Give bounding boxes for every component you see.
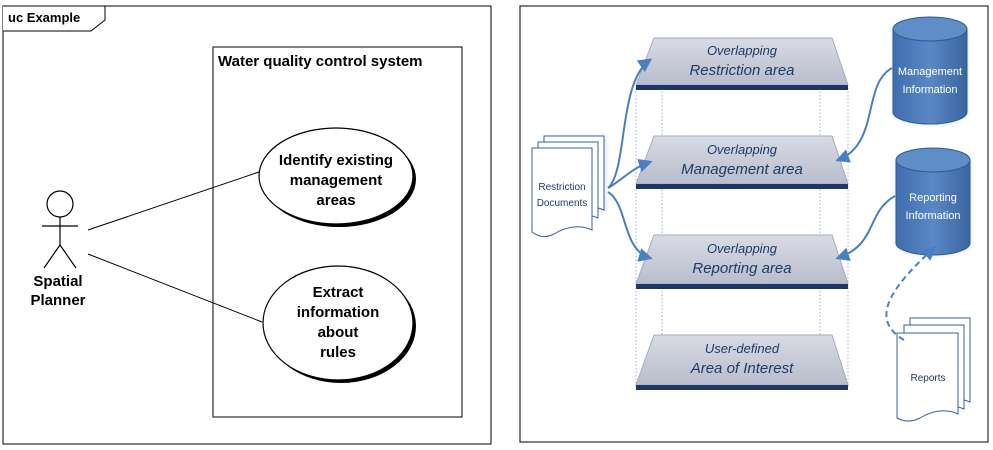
actor-label-line1: Spatial [33, 273, 82, 290]
reporting-info-line1: Reporting [909, 192, 957, 204]
arrow-docs-to-management [607, 158, 653, 189]
layer-management-area: Overlapping Management area [635, 135, 849, 189]
reports-stack: Reports [896, 317, 971, 422]
system-title: Water quality control system [218, 53, 423, 70]
restriction-documents-line1: Restriction [538, 182, 585, 193]
actor-spatial-planner [42, 190, 78, 269]
arrows [607, 58, 937, 341]
use-case-2-line: about [318, 324, 359, 341]
reporting-information-database: Reporting Information [895, 147, 971, 256]
use-case-extract-rules [262, 265, 414, 381]
arrow-docs-to-reporting [607, 191, 653, 262]
association-line [87, 253, 263, 323]
layer-guides [635, 88, 849, 388]
layer-3-line1: Overlapping [707, 241, 778, 256]
uml-frame-tab [3, 5, 106, 32]
layer-reporting-area: Overlapping Reporting area [635, 234, 849, 289]
use-case-1-line: Identify existing [279, 152, 393, 169]
restriction-documents-line2: Documents [537, 198, 588, 209]
use-case-identify-areas [258, 127, 414, 225]
layer-restriction-area: Overlapping Restriction area [635, 37, 849, 90]
use-case-2-line: Extract [313, 284, 364, 301]
uml-diagram: uc Example Water quality control system … [2, 5, 492, 445]
actor-left-leg [43, 244, 61, 269]
reports-label: Reports [910, 373, 945, 384]
association-line [87, 170, 263, 231]
reporting-info-line2: Information [905, 210, 960, 222]
arrow-reporting-db-to-layer [835, 195, 896, 261]
management-information-database: Management Information [892, 16, 968, 125]
use-case-1-line: management [290, 172, 383, 189]
uml-frame-label: uc Example [8, 10, 80, 25]
layer-3-line2: Reporting area [692, 260, 791, 277]
actor-right-leg [59, 244, 77, 269]
management-info-line1: Management [898, 66, 962, 78]
arrow-docs-to-restriction [607, 58, 653, 189]
use-case-2-line: rules [320, 344, 356, 361]
layer-4-line2: Area of Interest [690, 360, 794, 377]
layer-diagram: Overlapping Restriction area Overlapping… [519, 5, 989, 443]
use-case-2-line: information [297, 304, 380, 321]
layer-1-line1: Overlapping [707, 43, 778, 58]
arrow-management-db-to-layer [835, 67, 893, 163]
management-info-line2: Information [902, 84, 957, 96]
layer-area-of-interest: User-defined Area of Interest [635, 334, 849, 390]
layer-1-line2: Restriction area [689, 62, 794, 79]
actor-head [46, 190, 74, 218]
layer-2-line1: Overlapping [707, 142, 778, 157]
use-case-1-line: areas [316, 192, 355, 209]
layer-4-line1: User-defined [705, 341, 780, 356]
layer-2-line2: Management area [681, 161, 803, 178]
restriction-documents-stack: Restriction Documents [531, 135, 606, 238]
arrow-reports-to-reporting-db [885, 246, 937, 341]
actor-label-line2: Planner [30, 292, 85, 309]
